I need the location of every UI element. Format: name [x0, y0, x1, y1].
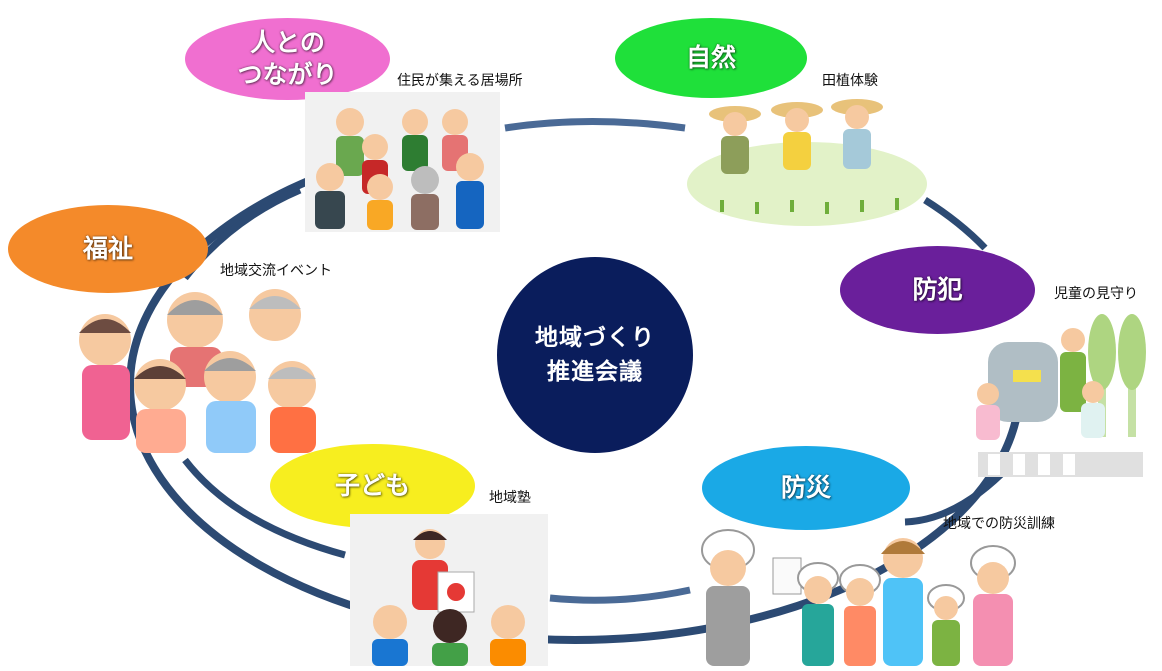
caption-disaster-drill: 地域での防災訓練	[943, 516, 1055, 532]
theme-label: 防犯	[912, 275, 963, 304]
caption-child-watch: 児童の見守り	[1054, 286, 1138, 302]
theme-label-line2: つながり	[237, 60, 338, 89]
disaster-drill-illustration	[701, 529, 1016, 666]
theme-label: 人との	[250, 28, 325, 57]
rice-planting-illustration	[687, 99, 927, 226]
theme-label: 自然	[685, 43, 736, 72]
center-title-line2: 推進会議	[547, 359, 643, 385]
community-school-illustration	[350, 514, 548, 666]
theme-label: 福祉	[82, 234, 133, 263]
theme-bubble-nature: 自然	[615, 18, 807, 98]
theme-bubble-welfare: 福祉	[8, 205, 208, 293]
theme-label: 防災	[780, 473, 831, 502]
community-event-illustration	[79, 289, 316, 453]
theme-bubble-disaster-prevention: 防災	[702, 446, 910, 530]
caption-community-school: 地域塾	[489, 490, 531, 506]
caption-community-event: 地域交流イベント	[220, 263, 332, 279]
caption-gathering-place: 住民が集える居場所	[397, 73, 523, 89]
center-title-line1: 地域づくり	[535, 325, 655, 351]
child-watch-illustration	[976, 314, 1146, 477]
gathering-people-illustration	[305, 92, 500, 232]
central-council-node: 地域づくり 推進会議	[497, 257, 693, 453]
theme-bubble-connection: 人との つながり	[185, 18, 390, 100]
theme-bubble-crime-prevention: 防犯	[840, 246, 1035, 334]
theme-label: 子ども	[334, 471, 410, 500]
caption-rice-planting: 田植体験	[822, 73, 878, 89]
